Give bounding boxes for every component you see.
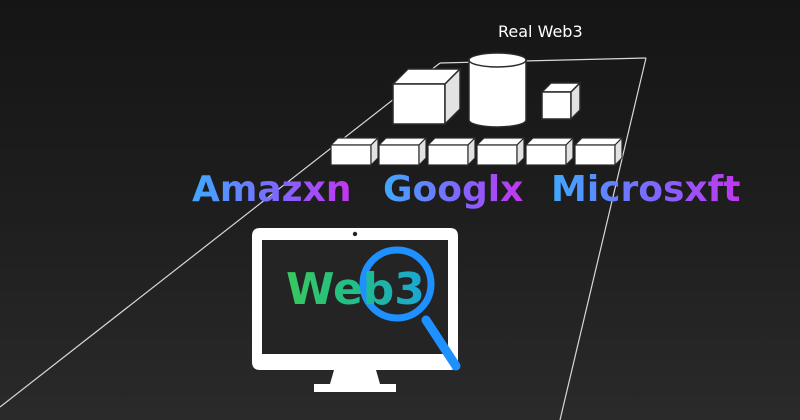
- monitor-stand: [314, 384, 396, 392]
- server-block-icon: [540, 81, 582, 121]
- monitor-neck: [330, 370, 380, 384]
- server-block-icon: [377, 136, 428, 167]
- platform-right-edge: [559, 57, 647, 420]
- company-name-microsxft: Microsxft: [551, 166, 741, 214]
- server-box-icon: [391, 67, 462, 126]
- server-block-icon: [573, 136, 624, 167]
- server-block-icon: [524, 136, 575, 167]
- monitor-screen-text: Web3: [286, 262, 425, 318]
- platform-left-edge: [0, 62, 441, 408]
- company-name-amazxn: Amazxn: [192, 166, 351, 214]
- magnifying-glass-icon: [359, 246, 461, 371]
- real-web3-label: Real Web3: [498, 22, 583, 41]
- database-cylinder-icon: [468, 52, 527, 128]
- server-block-icon: [329, 136, 380, 167]
- server-row: [329, 136, 624, 167]
- webcam-dot: [352, 231, 358, 237]
- monitor-icon: [252, 228, 458, 392]
- server-block-icon: [475, 136, 526, 167]
- company-name-googlx: Googlx: [383, 166, 523, 214]
- server-block-icon: [426, 136, 477, 167]
